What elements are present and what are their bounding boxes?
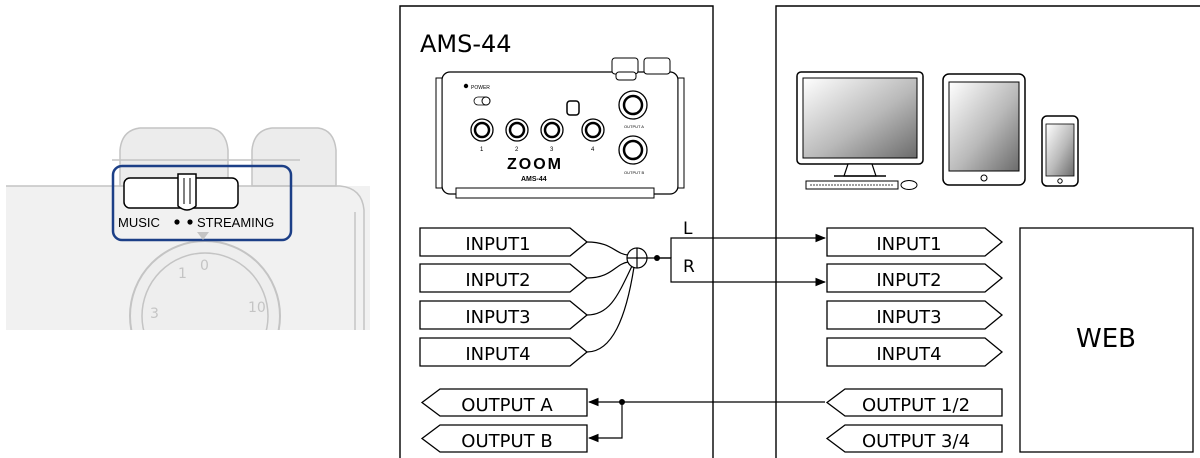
ams-input-3: INPUT3 bbox=[419, 300, 589, 330]
computer-output-34: OUTPUT 3/4 bbox=[825, 424, 1003, 453]
svg-text:INPUT1: INPUT1 bbox=[465, 234, 530, 255]
channel-label-left: L bbox=[683, 219, 693, 239]
svg-text:2: 2 bbox=[515, 147, 519, 153]
streaming-dot bbox=[187, 219, 193, 225]
ams-input-tags: INPUT1 INPUT2 INPUT3 INPUT4 bbox=[419, 227, 589, 367]
desktop-computer-icon bbox=[796, 71, 924, 190]
ams44-panel: AMS-44 POWER 1 2 bbox=[399, 5, 714, 458]
ams-output-b: OUTPUT B bbox=[420, 424, 588, 453]
mixer-sum bbox=[586, 241, 671, 353]
svg-text:OUTPUT 1/2: OUTPUT 1/2 bbox=[862, 395, 970, 416]
switch-closeup: 1 0 10 3 MUSIC STREAMING bbox=[6, 127, 386, 458]
web-label: WEB bbox=[1076, 324, 1136, 354]
channel-label-right: R bbox=[683, 257, 695, 277]
svg-text:POWER: POWER bbox=[471, 85, 490, 91]
svg-text:INPUT2: INPUT2 bbox=[876, 270, 941, 291]
ams-input-4: INPUT4 bbox=[419, 337, 589, 367]
web-service-box: WEB bbox=[1019, 227, 1194, 453]
svg-text:10: 10 bbox=[248, 300, 266, 316]
mode-switch-lever[interactable] bbox=[177, 173, 197, 211]
svg-text:AMS-44: AMS-44 bbox=[521, 176, 547, 183]
computer-input-2: INPUT2 bbox=[826, 263, 1004, 293]
split-node bbox=[619, 399, 625, 405]
svg-text:0: 0 bbox=[200, 258, 209, 274]
input-knobs: 1 2 3 4 bbox=[470, 118, 605, 153]
smartphone-icon bbox=[1041, 115, 1079, 187]
svg-text:1: 1 bbox=[178, 266, 187, 282]
switch-music-label: MUSIC bbox=[118, 215, 160, 230]
zoom-logo: ZOOM bbox=[507, 156, 563, 173]
line-output12-to-output-b bbox=[587, 402, 623, 443]
svg-text:INPUT3: INPUT3 bbox=[876, 307, 941, 328]
svg-text:3: 3 bbox=[150, 306, 159, 322]
highlight-box bbox=[111, 164, 293, 242]
svg-text:OUTPUT A: OUTPUT A bbox=[624, 124, 644, 129]
svg-text:INPUT2: INPUT2 bbox=[465, 270, 530, 291]
svg-text:INPUT1: INPUT1 bbox=[876, 234, 941, 255]
computer-input-4: INPUT4 bbox=[826, 337, 1004, 367]
ams-input-1: INPUT1 bbox=[419, 227, 589, 257]
svg-text:1: 1 bbox=[480, 147, 484, 153]
computer-output-12: OUTPUT 1/2 bbox=[825, 388, 1003, 417]
line-left-to-input1 bbox=[670, 233, 827, 258]
computer-input-3: INPUT3 bbox=[826, 300, 1004, 330]
ams-input-2: INPUT2 bbox=[419, 263, 589, 293]
svg-text:3: 3 bbox=[550, 147, 554, 153]
tablet-icon bbox=[942, 73, 1026, 186]
svg-text:INPUT4: INPUT4 bbox=[465, 344, 530, 365]
svg-text:OUTPUT 3/4: OUTPUT 3/4 bbox=[862, 431, 970, 452]
svg-text:OUTPUT A: OUTPUT A bbox=[461, 395, 553, 416]
computer-panel: INPUT1 INPUT2 INPUT3 INPUT4 OUTPUT 1/2 O… bbox=[775, 5, 1200, 458]
svg-text:OUTPUT B: OUTPUT B bbox=[624, 170, 644, 175]
svg-text:INPUT3: INPUT3 bbox=[465, 307, 530, 328]
svg-text:4: 4 bbox=[591, 147, 595, 153]
line-right-to-input2 bbox=[657, 257, 827, 287]
svg-text:OUTPUT B: OUTPUT B bbox=[461, 431, 552, 452]
computer-input-1: INPUT1 bbox=[826, 227, 1004, 257]
switch-streaming-label: STREAMING bbox=[197, 215, 274, 230]
device-name: AMS-44 bbox=[420, 30, 512, 58]
music-dot bbox=[174, 219, 180, 225]
signal-lines bbox=[587, 233, 827, 443]
ams44-device-illustration: POWER 1 2 3 4 OUTPUT A bbox=[435, 57, 685, 199]
svg-text:INPUT4: INPUT4 bbox=[876, 344, 941, 365]
ams-output-a: OUTPUT A bbox=[420, 388, 588, 417]
